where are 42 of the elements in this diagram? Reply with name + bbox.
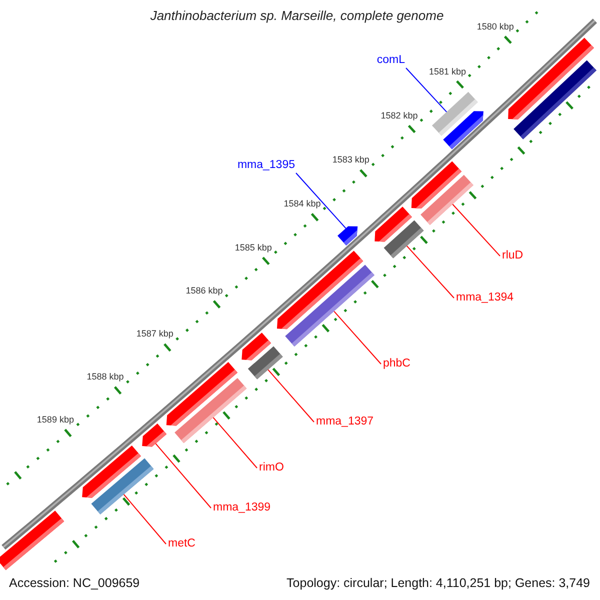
gene-label: phbC <box>383 358 410 370</box>
title: Janthinobacterium sp. Marseille, complete genome <box>150 8 444 23</box>
gene-label: rimO <box>259 462 284 474</box>
gene-bar <box>384 220 424 258</box>
gene-feature <box>508 38 594 120</box>
scale-label: 1581 kbp <box>428 66 466 78</box>
scale-label: 1589 kbp <box>36 414 74 426</box>
scale-label: 1583 kbp <box>332 154 370 166</box>
gene-label: rluD <box>502 250 524 262</box>
gene-label: mma_1397 <box>316 416 374 428</box>
gene-bar <box>174 378 247 444</box>
gene-label: mma_1399 <box>213 502 271 514</box>
leader-line <box>334 310 382 364</box>
genome-summary-text: Topology: circular; Length: 4,110,251 bp; Genes: 3,749 <box>286 576 590 590</box>
leader-line <box>268 369 314 422</box>
scale-label: 1587 kbp <box>136 328 174 340</box>
gene-label: comL <box>376 54 405 67</box>
gene-feature <box>338 226 358 246</box>
leader-line <box>296 172 346 229</box>
scale-label: 1586 kbp <box>186 286 223 297</box>
gene-bar <box>91 458 154 514</box>
accession-text: Accession: NC_009659 <box>9 576 140 590</box>
leader-line <box>155 443 212 508</box>
gene-feature <box>443 111 484 150</box>
scale-label: 1584 kbp <box>284 198 321 210</box>
leader-line <box>452 204 500 256</box>
gene-feature <box>142 424 167 447</box>
gene-label: mma_1394 <box>456 292 514 304</box>
gene-label: mma_1395 <box>237 159 295 172</box>
scale-label: 1582 kbp <box>380 110 418 122</box>
leader-line <box>406 68 448 112</box>
gene-label: metC <box>168 538 196 550</box>
gene-bar <box>248 346 283 380</box>
gene-bar <box>420 174 474 225</box>
scale-label: 1585 kbp <box>234 242 272 254</box>
leader-line <box>212 417 258 468</box>
scale-label: 1580 kbp <box>476 21 514 32</box>
leader-line <box>123 494 166 544</box>
scale-label: 1588 kbp <box>86 372 124 383</box>
leader-line <box>406 245 454 298</box>
gene-bar <box>0 510 64 570</box>
gene-bar <box>285 264 374 347</box>
